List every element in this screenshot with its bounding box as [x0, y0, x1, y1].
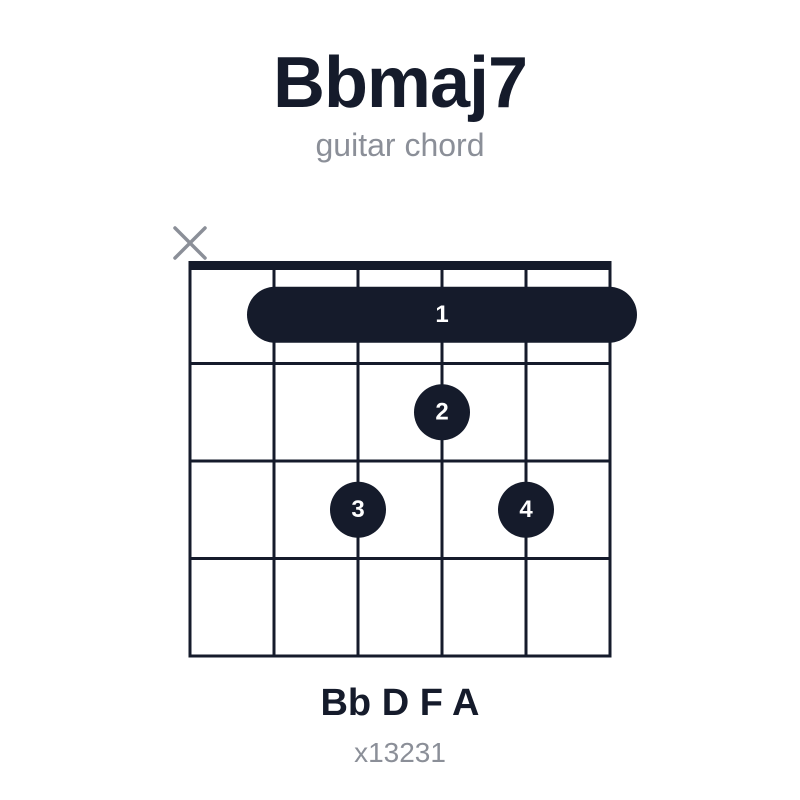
finger-dot: 4	[498, 481, 554, 538]
muted-string-icon	[173, 226, 207, 260]
chord-fingering: x13231	[354, 737, 446, 768]
barre-finger-label: 1	[435, 301, 448, 328]
finger-dot-circle	[498, 481, 554, 538]
finger-dot-label: 3	[351, 496, 364, 523]
finger-dot-label: 4	[519, 496, 533, 523]
muted-markers	[173, 226, 207, 260]
finger-dot-circle	[414, 384, 470, 441]
finger-dot: 2	[414, 384, 470, 441]
nut	[188, 261, 612, 270]
chord-notes: Bb D F A	[320, 682, 480, 724]
barre-bar	[247, 286, 637, 343]
finger-dot-label: 2	[435, 399, 448, 426]
barre: 1	[247, 286, 637, 343]
finger-dot: 3	[330, 481, 386, 538]
finger-markers: 1 2 3 4	[247, 286, 637, 538]
chord-title: Bbmaj7	[272, 43, 528, 123]
finger-dot-circle	[330, 481, 386, 538]
chord-subtitle: guitar chord	[315, 127, 485, 163]
